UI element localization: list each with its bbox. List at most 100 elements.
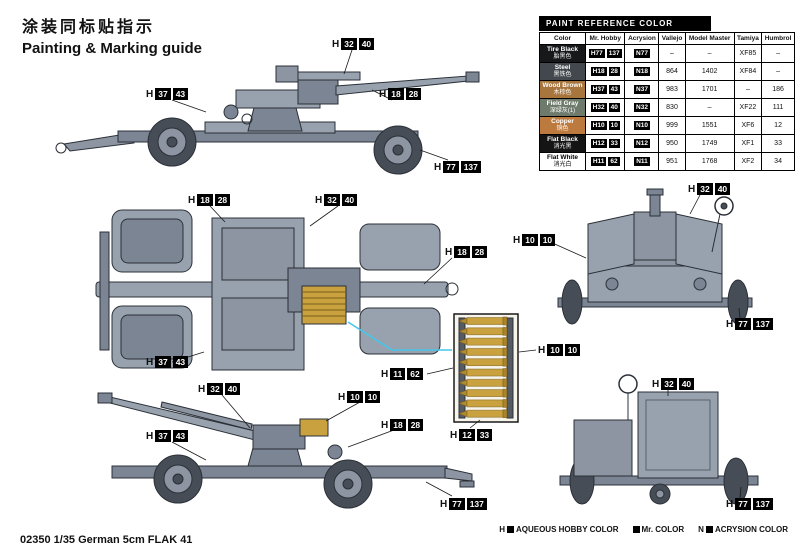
mr-color-code-box: 40 bbox=[341, 194, 358, 206]
tamiya-cell: – bbox=[733, 80, 763, 100]
paint-code-box: H37 bbox=[590, 85, 607, 95]
callout-prefix: H bbox=[688, 183, 696, 195]
aqueous-code-box: 32 bbox=[324, 194, 340, 206]
page-title-english: Painting & Marking guide bbox=[22, 40, 203, 57]
aqueous-code-box: 11 bbox=[390, 368, 406, 380]
paint-code-box: 62 bbox=[608, 157, 620, 167]
rear-view-deployed-illustration bbox=[557, 188, 753, 325]
aqueous-code-box: 77 bbox=[735, 318, 751, 330]
paint-code-box: 28 bbox=[608, 67, 620, 77]
paint-code-box: N11 bbox=[634, 157, 650, 167]
mr-color-code-box: 137 bbox=[752, 498, 773, 510]
callout-prefix: H bbox=[146, 356, 154, 368]
humbrol-cell: 186 bbox=[761, 80, 795, 100]
mr-color-code-box: 28 bbox=[407, 419, 424, 431]
kit-number-label: 02350 1/35 German 5cm FLAK 41 bbox=[20, 534, 193, 546]
legend-label: Mr. COLOR bbox=[641, 525, 685, 534]
aqueous-code-box: 18 bbox=[388, 88, 404, 100]
mr-color-code-box: 28 bbox=[405, 88, 422, 100]
aqueous-code-box: 10 bbox=[522, 234, 538, 246]
mr-color-code-box: 10 bbox=[539, 234, 556, 246]
column-header: Color bbox=[539, 31, 586, 46]
model-master-cell: 1551 bbox=[684, 116, 735, 136]
column-header: Tamiya bbox=[733, 31, 763, 46]
vallejo-cell: 951 bbox=[658, 152, 686, 172]
color-name-en: Wood Brown bbox=[542, 82, 583, 90]
vallejo-cell: – bbox=[658, 44, 686, 64]
mr-color-code-box: 137 bbox=[752, 318, 773, 330]
mr-color-code-box: 33 bbox=[476, 429, 493, 441]
color-box-icon bbox=[632, 526, 640, 533]
tamiya-cell: XF6 bbox=[733, 116, 763, 136]
callout-prefix: H bbox=[652, 378, 660, 390]
color-name-cn: 铜色 bbox=[556, 126, 569, 133]
aqueous-code-box: 10 bbox=[547, 344, 563, 356]
callout-prefix: H bbox=[338, 391, 346, 403]
paint-code-box: H12 bbox=[590, 139, 607, 149]
legend-prefix: N bbox=[698, 525, 704, 534]
model-master-cell: – bbox=[684, 44, 735, 64]
color-name-cn: 深绿灰(1) bbox=[549, 108, 576, 115]
aqueous-code-box: 10 bbox=[347, 391, 363, 403]
mr-color-code-box: 40 bbox=[224, 383, 241, 395]
mr-color-code-box: 40 bbox=[678, 378, 695, 390]
color-name-en: Steel bbox=[554, 64, 571, 72]
model-master-cell: 1701 bbox=[684, 80, 735, 100]
paint-code-box: N37 bbox=[634, 85, 650, 95]
top-view-illustration bbox=[95, 209, 459, 371]
callout-prefix: H bbox=[381, 419, 389, 431]
paint-code-box: N18 bbox=[634, 67, 650, 77]
acrysion-cell: N12 bbox=[624, 134, 660, 154]
mr-color-code-box: 40 bbox=[358, 38, 375, 50]
humbrol-cell: 33 bbox=[761, 134, 795, 154]
mr-color-code-box: 43 bbox=[172, 88, 189, 100]
color-name-en: Tire Black bbox=[547, 46, 578, 54]
callout-prefix: H bbox=[198, 383, 206, 395]
callout-prefix: H bbox=[332, 38, 340, 50]
acrysion-cell: N37 bbox=[624, 80, 660, 100]
paint-code-box: 137 bbox=[606, 49, 622, 59]
column-header: Humbrol bbox=[761, 31, 795, 46]
callout-prefix: H bbox=[315, 194, 323, 206]
humbrol-cell: – bbox=[761, 62, 795, 82]
paint-code-box: H10 bbox=[590, 121, 607, 131]
model-master-cell: 1768 bbox=[684, 152, 735, 172]
acrysion-cell: N10 bbox=[624, 116, 660, 136]
paint-code-box: H32 bbox=[590, 103, 607, 113]
humbrol-cell: – bbox=[761, 44, 795, 64]
aqueous-code-box: 18 bbox=[454, 246, 470, 258]
color-box-icon bbox=[705, 526, 713, 533]
vallejo-cell: 999 bbox=[658, 116, 686, 136]
mr-color-code-box: 40 bbox=[714, 183, 731, 195]
callout-prefix: H bbox=[440, 498, 448, 510]
aqueous-code-box: 77 bbox=[735, 498, 751, 510]
